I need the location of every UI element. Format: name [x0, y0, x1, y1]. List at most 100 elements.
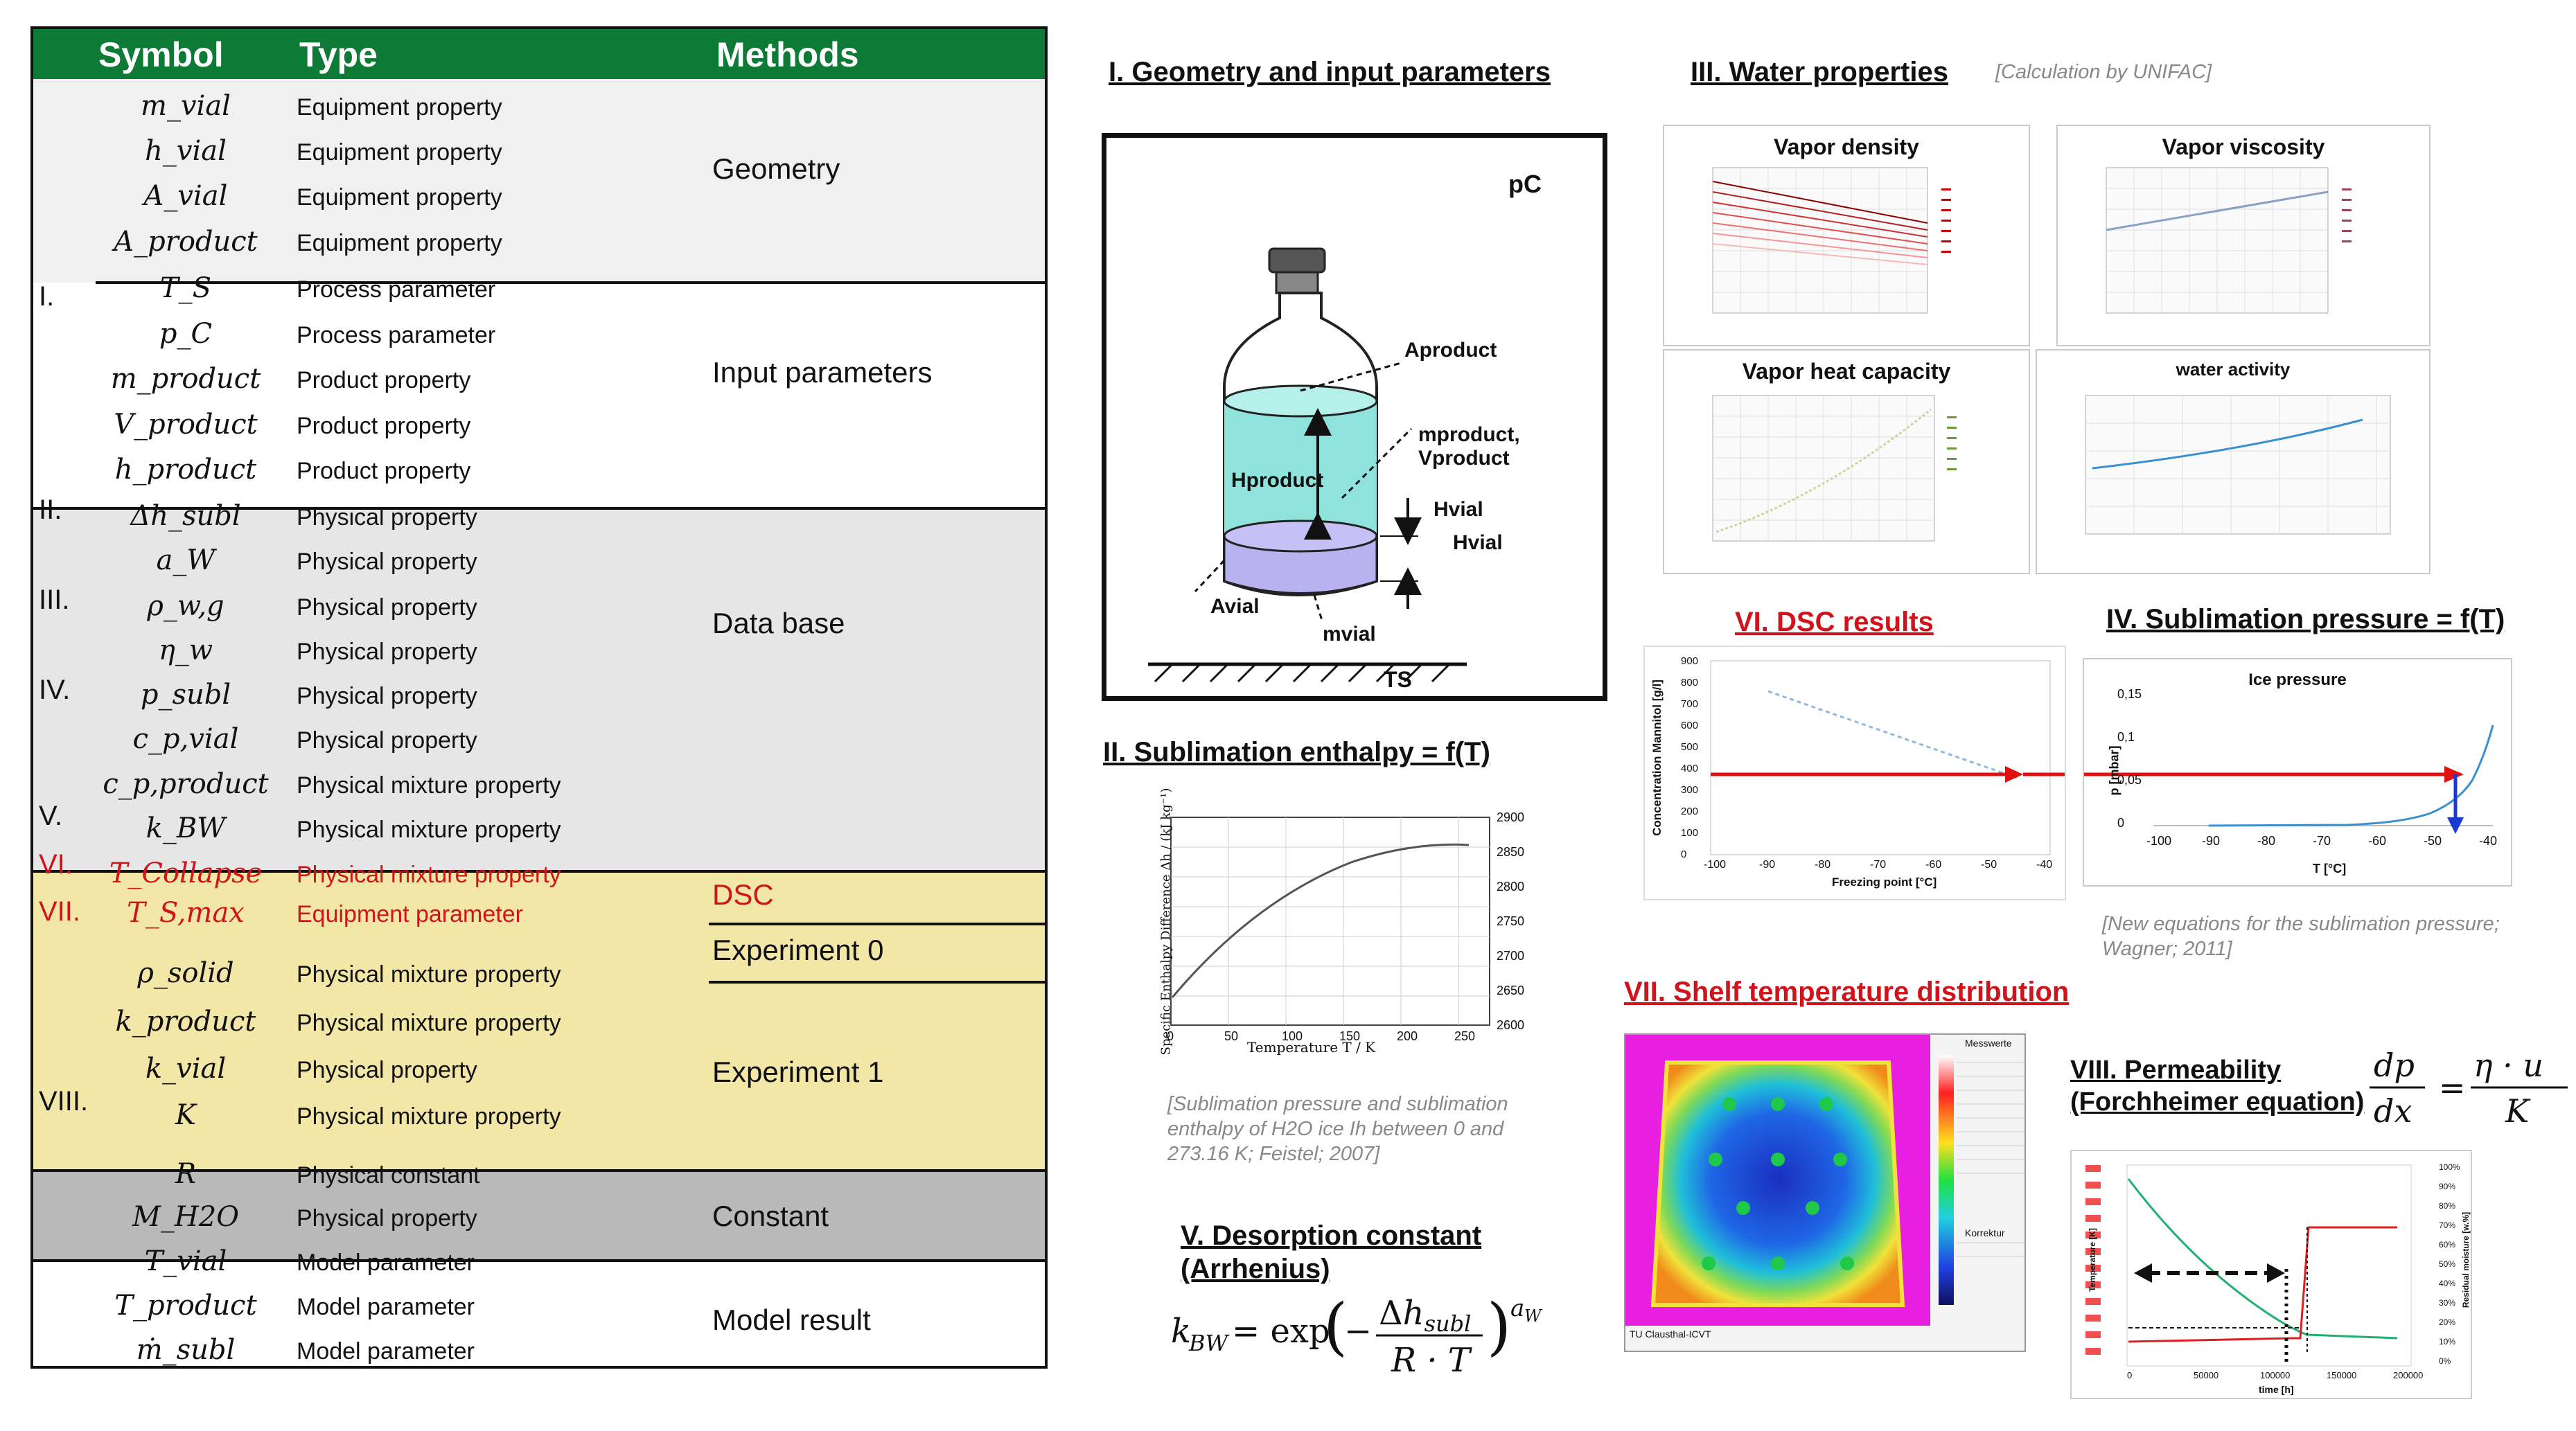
thermal-footer: TU Clausthal-ICVT [1630, 1328, 1711, 1340]
tick-label: 80% [2439, 1201, 2456, 1211]
ice-xlabel: T [°C] [2313, 862, 2347, 876]
method-input-parameters: Input parameters [712, 356, 933, 389]
dsc-title: VI. DSC results [1735, 607, 1934, 637]
label-hvial-2: Hvial [1453, 531, 1503, 554]
band-constant [33, 1171, 1045, 1261]
tick-label: -100 [1704, 859, 1727, 871]
vapor-heat-capacity-plot [1712, 395, 1957, 542]
rule [33, 1259, 1045, 1262]
symbol-cell: Δh_subl [130, 500, 241, 532]
band-geometry [33, 79, 1045, 283]
water-activity-plot [2085, 395, 2391, 535]
roman-numeral: V. [39, 801, 63, 831]
tick-label: -40 [2479, 834, 2498, 848]
tick-label: -60 [1925, 859, 1942, 871]
symbol-cell: ṁ_subl [136, 1334, 236, 1366]
type-cell: Physical property [297, 1205, 477, 1232]
tick-label: 40% [2439, 1279, 2456, 1288]
svg-text:=: = [2439, 1069, 2466, 1106]
tick-label: 400 [1681, 763, 1699, 774]
permeability-xlabel: time [h] [2259, 1384, 2294, 1395]
method-model-result: Model result [712, 1304, 871, 1336]
symbol-cell: K [175, 1099, 196, 1131]
type-cell: Physical constant [297, 1162, 480, 1189]
label-pc: pC [1508, 170, 1542, 198]
desorption-title-2: (Arrhenius) [1181, 1254, 1330, 1284]
type-cell: Process parameter [297, 322, 496, 348]
svg-text:W: W [1524, 1306, 1543, 1326]
vapor-heat-capacity-chart: Vapor heat capacity [1663, 349, 2030, 574]
band-input [33, 283, 1045, 508]
symbol-cell: k_product [115, 1006, 256, 1038]
symbol-cell: p_C [159, 318, 213, 350]
vial-drawing [1148, 247, 1467, 683]
symbol-cell: η_w [158, 634, 213, 666]
method-constant: Constant [712, 1200, 829, 1232]
band-experiments [33, 871, 1045, 1171]
tick-label: 2650 [1497, 984, 1525, 997]
enthalpy-xlabel: Temperature T / K [1247, 1039, 1376, 1056]
method-geometry: Geometry [712, 152, 840, 185]
tick-label: 0% [2439, 1356, 2451, 1366]
vapor-viscosity-chart: Vapor viscosity [2056, 125, 2431, 346]
vapor-viscosity-title: Vapor viscosity [2162, 134, 2325, 159]
tick-label: -40 [2036, 859, 2053, 871]
label-aproduct: Aproduct [1404, 339, 1497, 362]
symbol-cell: R [175, 1158, 197, 1190]
water-title: III. Water properties [1691, 57, 1948, 87]
symbol-cell: k_vial [145, 1053, 227, 1085]
tick-label: 0,15 [2117, 687, 2142, 701]
type-cell: Physical mixture property [297, 1103, 561, 1130]
svg-text:Δhsubl: Δhsubl [1379, 1294, 1471, 1337]
type-cell: Physical property [297, 1057, 477, 1083]
symbol-cell: V_product [114, 409, 258, 441]
svg-text:(: ( [1323, 1290, 1348, 1363]
sublimation-cite-line: [New equations for the sublimation press… [2102, 913, 2500, 935]
thermal-panel-footer: Korrektur [1965, 1227, 2005, 1238]
svg-text:R · T: R · T [1391, 1341, 1472, 1380]
vapor-heat-capacity-title: Vapor heat capacity [1742, 359, 1951, 384]
type-cell: Physical mixture property [297, 1010, 561, 1036]
label-avial: Avial [1210, 595, 1260, 618]
ice-pressure-title: Ice pressure [2248, 670, 2347, 689]
tick-label: 2900 [1497, 810, 1525, 824]
type-cell: Product property [297, 458, 471, 484]
forchheimer-formula: dp dx = η · u K [2370, 1047, 2568, 1130]
type-cell: Physical property [297, 504, 477, 531]
rule [96, 281, 1045, 284]
shelf-title: VII. Shelf temperature distribution [1624, 977, 2070, 1007]
thermal-plot [1625, 1035, 2024, 1351]
vapor-density-plot [1712, 167, 1951, 314]
symbol-cell: m_vial [141, 90, 231, 122]
symbol-cell: k_BW [145, 812, 226, 844]
roman-numeral: VIII. [39, 1086, 89, 1117]
symbol-cell: p_subl [140, 679, 231, 711]
type-cell: Physical mixture property [297, 817, 561, 843]
roman-numeral: VII. [39, 896, 81, 927]
type-cell: Equipment property [297, 230, 502, 256]
tick-label: 100000 [2260, 1370, 2291, 1380]
ice-pressure-plot [2084, 725, 2494, 834]
tick-label: 10% [2439, 1337, 2456, 1346]
tick-label: 90% [2439, 1182, 2456, 1191]
tick-label: 100 [1282, 1029, 1303, 1043]
roman-numeral: II. [39, 495, 62, 525]
enthalpy-cite: [Sublimation pressure and sublimation en… [1167, 1092, 1508, 1166]
ice-pressure-chart: Ice pressure -100-90-80-70-60-50-40 0,15… [2083, 658, 2512, 887]
enthalpy-cite-line: enthalpy of H2O ice Ih between 0 and [1167, 1118, 1504, 1140]
tick-label: 2600 [1497, 1018, 1525, 1032]
symbol-cell: T_S [159, 272, 212, 304]
dsc-ylabel: Concentration Mannitol [g/l] [1650, 679, 1664, 836]
forchheimer-equation: dp dx = η · u K [2370, 1039, 2570, 1136]
symbol-cell: T_product [114, 1290, 257, 1322]
tick-label: 800 [1681, 677, 1699, 688]
svg-text:−: − [1344, 1312, 1372, 1351]
symbol-cell: T_vial [144, 1245, 227, 1277]
tick-label: 70% [2439, 1220, 2456, 1230]
thermal-image: Messwerte Korrektur TU Clausthal-ICVT [1624, 1033, 2026, 1352]
desorption-title-1: V. Desorption constant [1181, 1220, 1482, 1251]
type-cell: Physical property [297, 549, 477, 575]
symbol-cell: a_W [156, 544, 215, 576]
type-cell: Product property [297, 367, 471, 393]
